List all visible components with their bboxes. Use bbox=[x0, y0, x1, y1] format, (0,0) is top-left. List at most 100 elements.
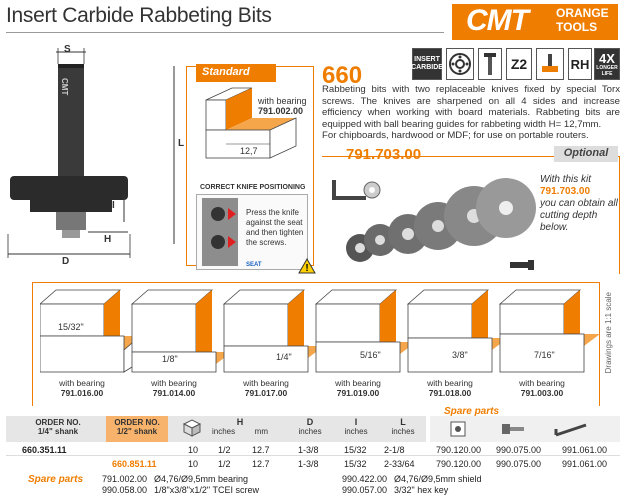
kit-description: With this kit 791.703.00 you can obtain … bbox=[540, 174, 622, 234]
row2-d: 1-3/8 bbox=[298, 459, 319, 469]
profile-depth-2: 1/8" bbox=[162, 354, 178, 364]
profile-caption-text-3: with bearing bbox=[243, 378, 289, 388]
standard-dimension: 12,7 bbox=[240, 146, 258, 156]
row2-spare3: 991.061.00 bbox=[562, 459, 608, 469]
spare-parts-header: Spare parts bbox=[444, 406, 500, 417]
page-title: Insert Carbide Rabbeting Bits bbox=[6, 4, 272, 27]
profile-6 bbox=[498, 289, 600, 373]
row1-i: 15/32 bbox=[344, 445, 367, 455]
th-i-unit: inches bbox=[344, 427, 368, 436]
kit-panel bbox=[322, 156, 620, 274]
row1-spare3: 991.061.00 bbox=[562, 445, 608, 455]
spare-parts-title: Spare parts bbox=[28, 474, 84, 485]
profile-2 bbox=[130, 289, 232, 373]
bearing-part-icon bbox=[450, 421, 466, 437]
table-header-order2-bg bbox=[106, 416, 168, 442]
product-usage-text: For chipboards, hardwood or MDF; for use… bbox=[322, 130, 589, 142]
row1-spare1: 790.120.00 bbox=[436, 445, 482, 455]
profile-depth-6: 7/16" bbox=[534, 350, 555, 360]
spare-desc-4: 3/32" hex key bbox=[394, 485, 449, 495]
spare-desc-1: Ø4,76/Ø9,5mm bearing bbox=[154, 474, 249, 484]
kit-bearings-drawing bbox=[332, 178, 536, 270]
row1-qty: 10 bbox=[188, 445, 199, 455]
profile-code-4: 791.019.00 bbox=[336, 388, 380, 398]
router-bit-diagram bbox=[7, 48, 175, 258]
th-d: D inches bbox=[290, 417, 330, 437]
profile-drawings bbox=[40, 289, 600, 373]
th-l-label: L bbox=[400, 417, 406, 427]
dim-label-l: L bbox=[178, 138, 185, 149]
standard-profile-drawing bbox=[205, 87, 297, 159]
hex-key-part-icon bbox=[554, 423, 587, 437]
knife-position-text: Press the knife against the seat and the… bbox=[246, 208, 304, 247]
profile-4 bbox=[314, 289, 416, 373]
screw-glyph bbox=[484, 53, 496, 75]
dim-label-s: S bbox=[64, 44, 71, 55]
th-d-label: D bbox=[306, 417, 314, 427]
spare-desc-3: Ø4,76/Ø9,5mm shield bbox=[394, 474, 482, 484]
brand-logo bbox=[452, 4, 618, 40]
profile-code-5: 791.018.00 bbox=[428, 388, 472, 398]
standard-tag: Standard bbox=[196, 64, 276, 82]
th-h-label: H bbox=[236, 417, 244, 427]
profile-caption-text-5: with bearing bbox=[427, 378, 473, 388]
profiles-panel bbox=[32, 282, 600, 406]
shank-glyph bbox=[542, 54, 558, 72]
profile-caption-text-1: with bearing bbox=[59, 378, 105, 388]
th-d-unit: inches bbox=[298, 427, 322, 436]
badge-label-z2: Z2 bbox=[510, 56, 528, 72]
kit-text-after: you can obtain all cutting depth below. bbox=[540, 198, 618, 233]
row2-h-in: 1/2 bbox=[218, 459, 231, 469]
th-order1-label: ORDER NO. bbox=[35, 418, 81, 427]
row1-d: 1-3/8 bbox=[298, 445, 319, 455]
bearing-glyph bbox=[449, 53, 471, 75]
row2-spare2: 990.075.00 bbox=[496, 459, 542, 469]
kit-code: 791.703.00 bbox=[346, 146, 422, 163]
th-order1-sub: 1/4" shank bbox=[37, 427, 79, 436]
profile-depth-4: 5/16" bbox=[360, 350, 381, 360]
row2-l: 2-33/64 bbox=[384, 459, 415, 469]
profile-caption-text-2: with bearing bbox=[151, 378, 197, 388]
title-rule bbox=[6, 32, 444, 33]
package-icon bbox=[182, 419, 202, 437]
product-code: 660 bbox=[322, 62, 363, 89]
scale-note: Drawings are 1:1 scale bbox=[604, 292, 613, 374]
profile-depth-5: 3/8" bbox=[452, 350, 468, 360]
th-order2-label: ORDER NO. bbox=[114, 418, 160, 427]
row2-qty: 10 bbox=[188, 459, 199, 469]
standard-bearing-code: 791.002.00 bbox=[258, 106, 304, 116]
row2-order2: 660.851.11 bbox=[112, 459, 157, 469]
standard-caption: with bearing bbox=[258, 96, 307, 106]
profile-code-2: 791.014.00 bbox=[152, 388, 196, 398]
th-l: L inches bbox=[382, 417, 424, 437]
th-order1: ORDER NO. 1/4" shank bbox=[14, 418, 102, 436]
profile-depth-1: 15/32" bbox=[58, 322, 84, 332]
4x-icon: 4X LONGER LIFE bbox=[594, 48, 620, 80]
badge-label-4x: 4X bbox=[599, 50, 615, 66]
profile-1 bbox=[40, 289, 141, 373]
th-order2: ORDER NO. 1/2" shank bbox=[106, 418, 168, 436]
badge-label-insert: INSERT CARBIDE bbox=[411, 56, 443, 71]
insert-carbide-icon: INSERT CARBIDE bbox=[411, 48, 443, 80]
profile-5 bbox=[406, 289, 508, 373]
th-i-label: I bbox=[354, 417, 358, 427]
th-h-unit-inches: inches bbox=[212, 427, 236, 436]
optional-tag: Optional bbox=[554, 146, 618, 162]
profile-depth-3: 1/4" bbox=[276, 352, 292, 362]
row1-spare2: 990.075.00 bbox=[496, 445, 542, 455]
brand-tagline: ORANGE TOOLS bbox=[556, 6, 609, 34]
row2-spare1: 790.120.00 bbox=[436, 459, 482, 469]
row1-order1: 660.351.11 bbox=[22, 445, 67, 455]
table-row bbox=[6, 444, 620, 456]
spare-code-2: 990.058.00 bbox=[102, 485, 148, 495]
knife-position-drawing bbox=[202, 198, 238, 266]
badge-sub-4x: LONGER LIFE bbox=[596, 64, 618, 77]
row2-i: 15/32 bbox=[344, 459, 367, 469]
svg-text:!: ! bbox=[305, 263, 308, 274]
kit-text-before: With this kit bbox=[540, 174, 592, 185]
